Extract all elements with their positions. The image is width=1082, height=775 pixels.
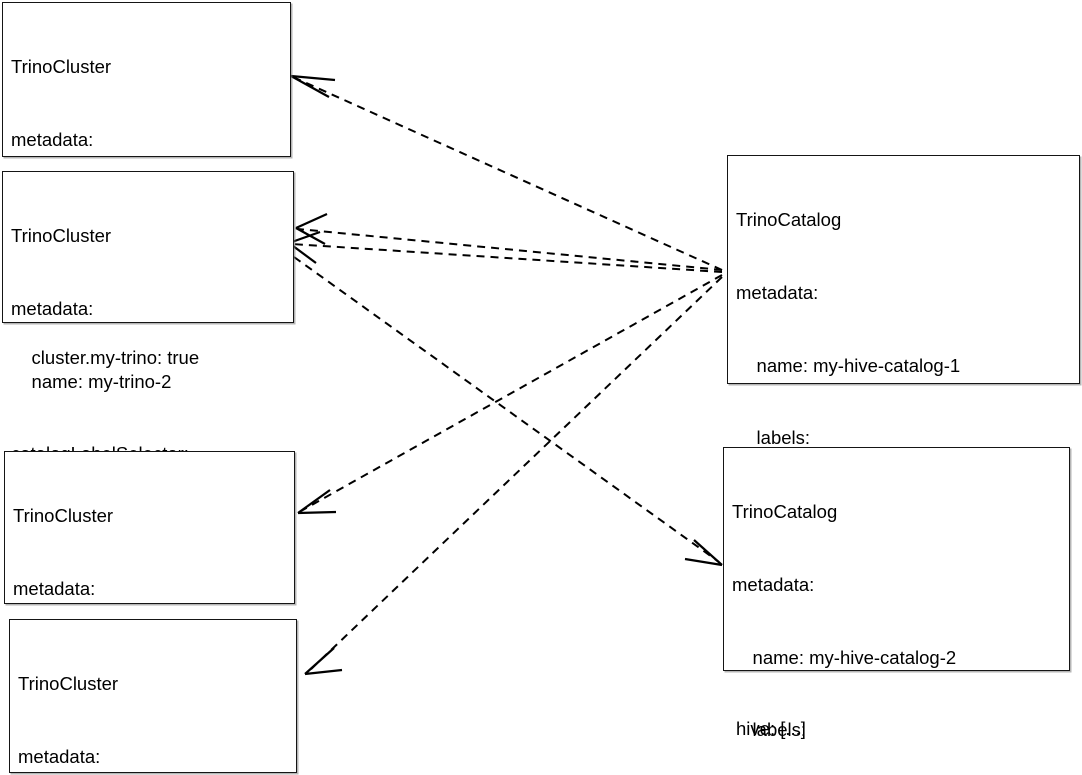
- node-line: metadata:: [736, 282, 819, 304]
- edge-catalog1-to-my-trino: [290, 74, 723, 271]
- node-line: metadata:: [732, 574, 815, 596]
- edge-catalog1-to-my-trino-2-a: [295, 212, 723, 271]
- node-trinocluster-my-trino-2[interactable]: TrinoCluster metadata: name: my-trino-2 …: [2, 171, 294, 537]
- node-line: labels:: [736, 427, 811, 449]
- node-line: TrinoCluster: [13, 505, 114, 527]
- node-trinocluster-my-trino[interactable]: TrinoCluster metadata: name: my-trino ca…: [2, 2, 291, 368]
- node-line: metadata:: [13, 578, 96, 600]
- node-line: name: my-hive-catalog-1: [736, 354, 961, 376]
- node-line: TrinoCluster: [18, 673, 119, 695]
- node-line: hive: [...]: [736, 717, 806, 739]
- node-body: TrinoCluster metadata: name: my-trino-gr…: [18, 624, 292, 775]
- node-line: TrinoCluster: [11, 56, 112, 78]
- node-line: metadata:: [11, 298, 94, 320]
- node-trinocluster-my-trino-green[interactable]: TrinoCluster metadata: name: my-trino-gr…: [9, 619, 297, 773]
- edge-catalog1-to-my-trino-blue: [297, 274, 723, 515]
- node-trinocatalog-my-hive-catalog-1[interactable]: TrinoCatalog metadata: name: my-hive-cat…: [727, 155, 1080, 739]
- node-line: metadata:: [11, 129, 94, 151]
- node-body: TrinoCatalog metadata: name: my-hive-cat…: [732, 452, 1065, 775]
- node-line: name: my-hive-catalog-2: [732, 646, 957, 668]
- node-line: labels:: [732, 719, 807, 741]
- edge-catalog1-to-my-trino-2-b: [288, 230, 723, 273]
- node-line: TrinoCluster: [11, 225, 112, 247]
- node-line: name: my-trino-2: [11, 370, 172, 392]
- edge-my-trino-2-to-catalog2: [293, 256, 723, 567]
- node-trinocluster-my-trino-blue[interactable]: TrinoCluster metadata: name: my-trino-bl…: [4, 451, 295, 744]
- node-line: TrinoCatalog: [732, 501, 838, 523]
- edge-catalog1-to-my-trino-green: [304, 276, 723, 676]
- node-trinocatalog-my-hive-catalog-2[interactable]: TrinoCatalog metadata: name: my-hive-cat…: [723, 447, 1070, 740]
- node-line: metadata:: [18, 746, 101, 768]
- node-line: TrinoCatalog: [736, 209, 842, 231]
- node-line: cluster.my-trino: true: [11, 346, 200, 368]
